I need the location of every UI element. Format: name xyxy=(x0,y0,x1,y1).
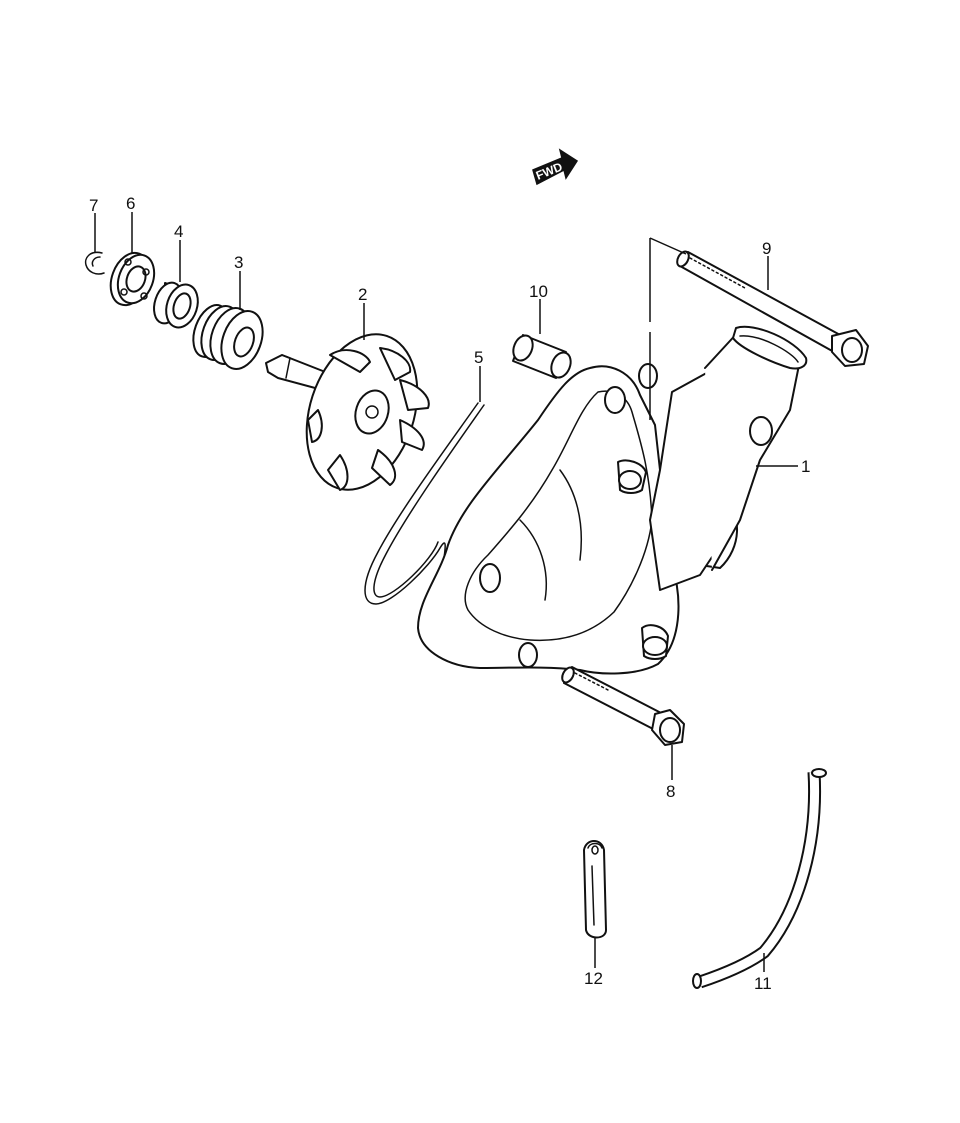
callout-4: 4 xyxy=(174,222,183,241)
callout-10: 10 xyxy=(529,282,548,301)
part-8-short-bolt xyxy=(561,666,685,746)
part-11-hose xyxy=(692,768,827,989)
part-4-seal xyxy=(153,281,199,329)
callout-6: 6 xyxy=(126,194,135,213)
part-2-impeller xyxy=(265,333,430,491)
callout-3: 3 xyxy=(234,253,243,272)
callout-8: 8 xyxy=(666,782,675,801)
callout-5: 5 xyxy=(474,348,483,367)
part-9-long-bolt xyxy=(676,250,869,367)
callout-12: 12 xyxy=(584,969,603,988)
fwd-direction-badge: FWD xyxy=(532,148,579,186)
callout-2: 2 xyxy=(358,285,367,304)
callout-1: 1 xyxy=(801,457,810,476)
leader-lines xyxy=(94,212,798,972)
callout-labels: 7 6 4 3 2 5 10 9 1 8 12 11 xyxy=(89,194,810,993)
part-7-circlip xyxy=(84,251,105,275)
callout-7: 7 xyxy=(89,196,98,215)
callout-11: 11 xyxy=(754,974,772,993)
part-3-mechanical-seal xyxy=(192,304,264,370)
callout-9: 9 xyxy=(762,239,771,258)
part-5-gasket xyxy=(364,402,485,605)
part-1-pump-cover xyxy=(417,325,808,675)
leader-9-bracket-top xyxy=(649,237,687,255)
part-12-clamp xyxy=(583,840,607,939)
part-10-dowel-pin xyxy=(512,334,572,379)
part-6-bearing xyxy=(109,251,156,307)
fwd-label: FWD xyxy=(534,159,565,182)
